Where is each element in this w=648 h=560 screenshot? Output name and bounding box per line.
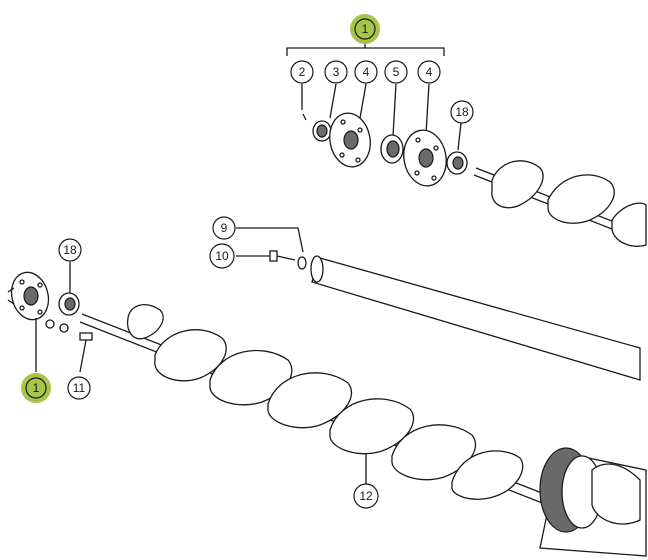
bolt-part-10: [269, 250, 296, 262]
washer-part-9: [297, 256, 307, 270]
callout-part-4a-label: 4: [363, 65, 370, 79]
drum-sleeve: [539, 447, 647, 557]
flange-plate-part-4a: [329, 112, 371, 168]
callout-part-2-label: 2: [299, 65, 306, 79]
tube-shaft: [310, 255, 641, 381]
bush-part-18-left: [58, 292, 80, 316]
flange-plate-part-4b: [403, 129, 447, 187]
callout-part-9: 9: [212, 216, 236, 240]
callout-part-11: 11: [67, 376, 91, 400]
main-auger-shaft: [79, 304, 561, 509]
callout-part-3-label: 3: [333, 65, 340, 79]
callout-part-2: 2: [290, 60, 314, 84]
callout-part-5: 5: [384, 60, 408, 84]
callout-assembly-top-label: 1: [362, 22, 369, 36]
callout-part-18-top-label: 18: [455, 105, 469, 119]
callout-assembly-left-label: 1: [33, 381, 40, 395]
leader-part-9: [236, 227, 304, 253]
top-leaders: [301, 83, 462, 151]
flange-plate-left: [7, 271, 50, 321]
callout-part-12-label: 12: [359, 489, 373, 503]
callout-part-18-left: 18: [58, 238, 82, 262]
bearing-part-5: [380, 134, 404, 164]
callout-part-12: 12: [353, 483, 379, 509]
callout-part-4a: 4: [354, 60, 378, 84]
callout-part-18-left-label: 18: [63, 243, 77, 257]
callout-part-3: 3: [324, 60, 348, 84]
callout-part-11-label: 11: [73, 381, 86, 395]
bush-part-18-top: [446, 151, 468, 175]
callout-part-10-label: 10: [215, 249, 229, 263]
callout-part-4b-label: 4: [426, 65, 433, 79]
small-nut-left: [45, 319, 69, 333]
callout-part-5-label: 5: [393, 65, 400, 79]
pin-part-2: [302, 113, 307, 121]
callout-part-18-top: 18: [450, 100, 474, 124]
bolt-part-11: [79, 332, 93, 373]
collar-part-3: [312, 120, 332, 142]
callout-assembly-left: 1: [21, 373, 51, 403]
top-auger-shaft: [473, 160, 647, 247]
callout-part-9-label: 9: [221, 221, 228, 235]
callout-part-4b: 4: [417, 60, 441, 84]
callout-part-10: 10: [209, 243, 235, 269]
callout-assembly-top: 1: [350, 14, 380, 44]
